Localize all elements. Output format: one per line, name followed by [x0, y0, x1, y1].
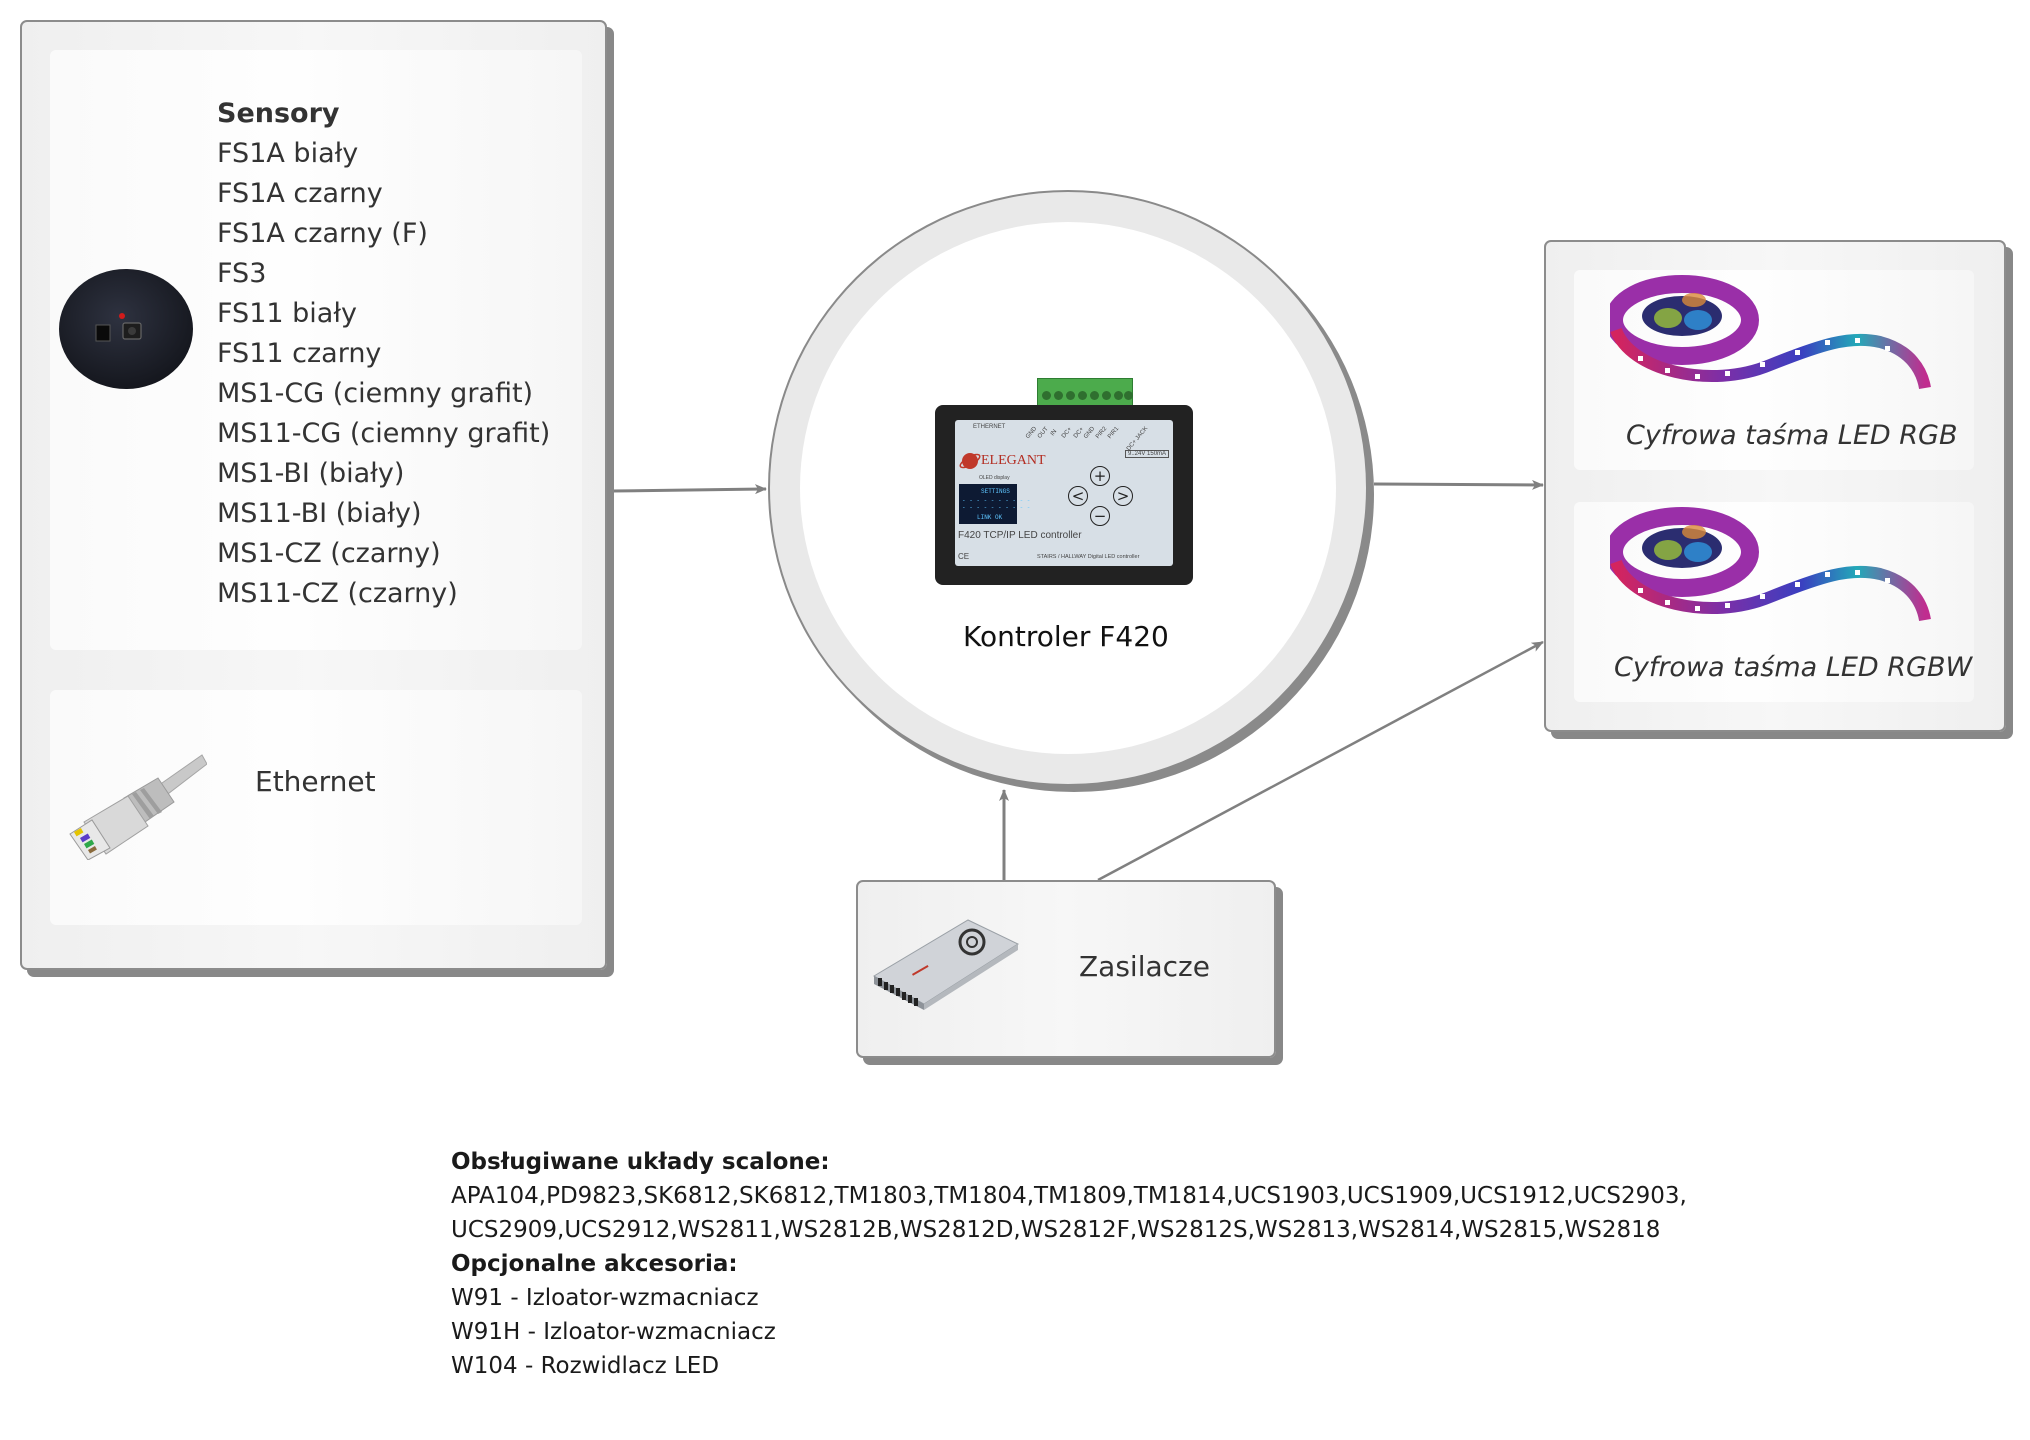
sensor-item: MS1-BI (biały)	[217, 458, 405, 489]
minus-button-icon: −	[1090, 506, 1110, 526]
sensor-item: FS11 biały	[217, 298, 357, 329]
ethernet-port-label: ETHERNET	[973, 424, 1006, 430]
arrow-sensors-to-controller	[611, 484, 767, 495]
pin-label: PIR1	[1107, 425, 1121, 441]
sensor-item: MS1-CZ (czarny)	[217, 538, 441, 569]
power-supply-node[interactable]: Zasilacze	[856, 880, 1276, 1058]
terminal-block	[1037, 378, 1133, 406]
ce-mark: CE	[958, 552, 970, 561]
left-button-icon: <	[1068, 486, 1088, 506]
arrow-controller-to-rgb-strip	[1373, 479, 1544, 490]
pin-label: OUT	[1036, 426, 1050, 440]
power-rating: 9..24V 150mA	[1125, 450, 1170, 458]
rgb-strip-card[interactable]: Cyfrowa taśma LED RGB	[1574, 270, 1974, 470]
arrow-psu-to-rgbw-strip	[1097, 640, 1544, 882]
sensor-item: MS11-CG (ciemny grafit)	[217, 418, 551, 449]
sensor-item: FS3	[217, 258, 267, 289]
model-text: F420 TCP/IP LED controller	[958, 530, 1082, 541]
sensor-item: FS1A czarny	[217, 178, 383, 209]
led-strip-icon	[1610, 507, 1931, 622]
pin-label: PIR2	[1095, 425, 1109, 441]
ethernet-label: Ethernet	[255, 765, 376, 798]
chips-line: UCS2909,UCS2912,WS2811,WS2812B,WS2812D,W…	[451, 1217, 1661, 1243]
chips-heading: Obsługiwane układy scalone:	[451, 1149, 830, 1175]
elegant-logo-icon	[959, 453, 981, 469]
rgbw-strip-card[interactable]: Cyfrowa taśma LED RGBW	[1574, 502, 1974, 702]
sensor-item: FS11 czarny	[217, 338, 382, 369]
pin-label: GND	[1025, 425, 1039, 441]
led-strip-icon	[1610, 275, 1931, 390]
outputs-panel: Cyfrowa taśma LED RGB Cyfrowa taśma LED …	[1544, 240, 2006, 732]
controller-faceplate: ETHERNET GND OUT IN DC+ DC+ GND PIR2 PIR…	[955, 420, 1173, 566]
controller-node[interactable]	[768, 190, 1368, 786]
sensor-item: FS1A czarny (F)	[217, 218, 428, 249]
accessory-item: W91 - Izloator-wzmacniacz	[451, 1285, 759, 1311]
oled-line: LINK OK	[977, 514, 1003, 521]
ethernet-card[interactable]: Ethernet	[50, 690, 582, 925]
info-section: Obsługiwane układy scalone: APA104,PD982…	[451, 1145, 1687, 1383]
oled-line: SETTINGS	[981, 488, 1010, 495]
sensor-item: FS1A biały	[217, 138, 359, 169]
sensor-item: MS1-CG (ciemny grafit)	[217, 378, 534, 409]
sensor-list: Sensory FS1A biały FS1A czarny FS1A czar…	[217, 94, 550, 614]
rgb-strip-label: Cyfrowa taśma LED RGB	[1626, 420, 1958, 451]
chips-line: APA104,PD9823,SK6812,SK6812,TM1803,TM180…	[451, 1183, 1687, 1209]
pin-label: IN	[1049, 428, 1059, 438]
sensor-item: MS11-BI (biały)	[217, 498, 422, 529]
power-supply-icon	[873, 919, 1020, 1010]
brand-label: ELEGANT	[981, 453, 1046, 468]
controller-device-image: ETHERNET GND OUT IN DC+ DC+ GND PIR2 PIR…	[935, 378, 1193, 588]
controller-case: ETHERNET GND OUT IN DC+ DC+ GND PIR2 PIR…	[935, 405, 1193, 585]
plus-button-icon: +	[1090, 466, 1110, 486]
motion-sensor-icon	[59, 269, 193, 389]
sensors-card[interactable]: Sensory FS1A biały FS1A czarny FS1A czar…	[50, 50, 582, 650]
accessories-heading: Opcjonalne akcesoria:	[451, 1251, 738, 1277]
sensors-title: Sensory	[217, 98, 340, 129]
oled-display: SETTINGS - - - - - - - - - - - - - - - -…	[959, 484, 1030, 524]
sensor-item: MS11-CZ (czarny)	[217, 578, 458, 609]
rgbw-strip-label: Cyfrowa taśma LED RGBW	[1614, 652, 1973, 683]
footer-text: STAIRS / HALLWAY Digital LED controller	[1037, 554, 1140, 560]
ethernet-cable-icon	[69, 754, 207, 860]
right-button-icon: >	[1113, 486, 1133, 506]
accessory-item: W91H - Izloator-wzmacniacz	[451, 1319, 776, 1345]
pin-label: DC+	[1072, 426, 1086, 440]
pin-label: DC+	[1060, 426, 1074, 440]
inputs-panel: Sensory FS1A biały FS1A czarny FS1A czar…	[20, 20, 607, 970]
oled-caption: OLED display	[979, 475, 1010, 481]
pin-label: GND	[1083, 425, 1097, 441]
power-supply-label: Zasilacze	[1079, 950, 1210, 983]
accessory-item: W104 - Rozwidlacz LED	[451, 1353, 720, 1379]
jack-label: DC+ JACK	[1125, 425, 1150, 453]
controller-label: Kontroler F420	[963, 620, 1169, 653]
